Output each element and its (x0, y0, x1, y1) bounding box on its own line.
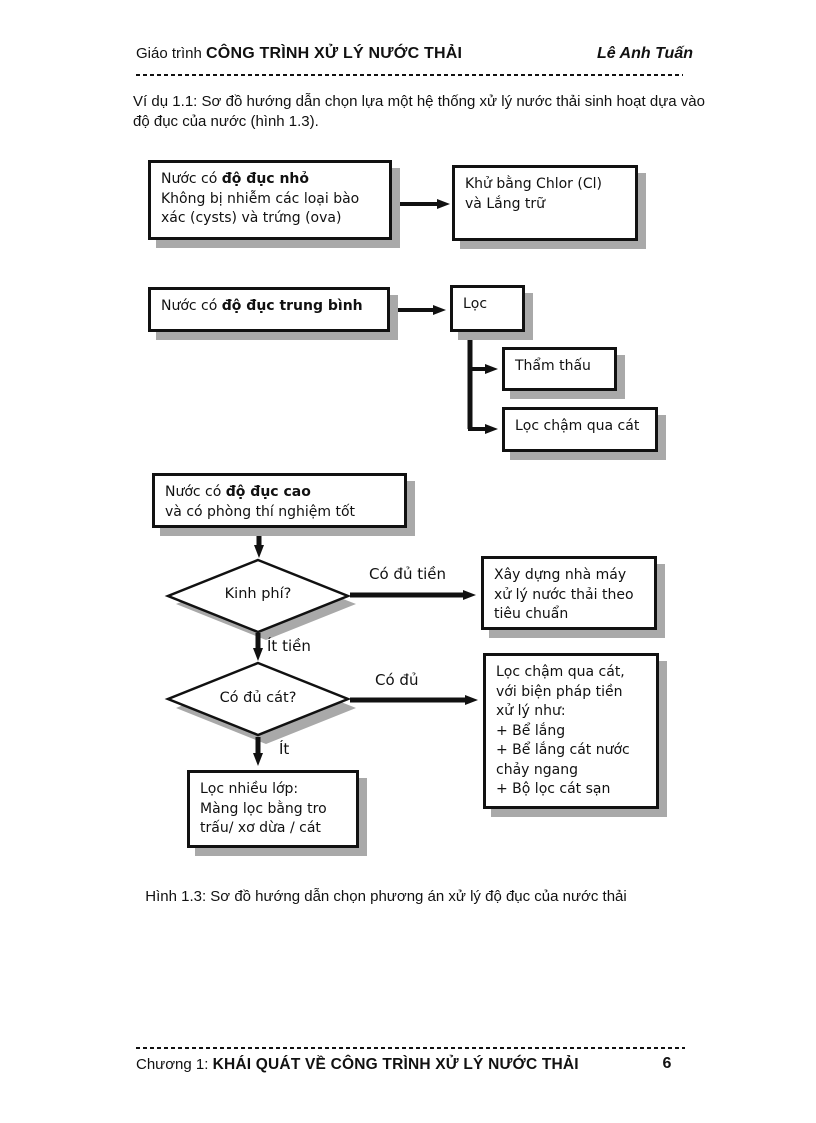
box-slow-sand-pretreatment-text: Lọc chậm qua cát, với biện pháp tiền xử … (496, 664, 630, 797)
page-number: 6 (662, 1055, 672, 1072)
box-chlorine-treatment: Khử bằng Chlor (Cl) và Lắng trữ (452, 165, 638, 241)
box-build-plant: Xây dựng nhà máy xử lý nước thải theo ti… (481, 556, 657, 630)
box-low-turbidity-detail: Không bị nhiễm các loại bào xác (cysts) … (161, 190, 360, 227)
page-header: Giáo trình CÔNG TRÌNH XỬ LÝ NƯỚC THẢI Lê… (136, 45, 693, 63)
box-high-turbidity-emphasis: độ đục cao (225, 484, 311, 500)
box-slow-sand-label: Lọc chậm qua cát (515, 418, 640, 434)
page-footer: Chương 1: KHÁI QUÁT VỀ CÔNG TRÌNH XỬ LÝ … (136, 1056, 596, 1074)
book-title: Giáo trình CÔNG TRÌNH XỬ LÝ NƯỚC THẢI (136, 45, 462, 63)
box-medium-turbidity: Nước có độ đục trung bình (148, 287, 390, 332)
box-medium-turbidity-emphasis: độ đục trung bình (221, 298, 363, 314)
chapter-title: KHÁI QUÁT VỀ CÔNG TRÌNH XỬ LÝ NƯỚC THẢI (212, 1056, 579, 1073)
author-name: Lê Anh Tuấn (597, 45, 693, 62)
box-build-plant-text: Xây dựng nhà máy xử lý nước thải theo ti… (494, 567, 634, 622)
figure-caption: Hình 1.3: Sơ đồ hướng dẫn chọn phương án… (145, 888, 627, 905)
box-osmosis: Thẩm thấu (502, 347, 617, 391)
chapter-prefix: Chương 1: (136, 1056, 213, 1073)
box-low-turbidity: Nước có độ đục nhỏ Không bị nhiễm các lo… (148, 160, 392, 240)
edge-label-enough-money: Có đủ tiền (369, 565, 446, 583)
box-multi-layer-filter: Lọc nhiều lớp: Màng lọc bằng tro trấu/ x… (187, 770, 359, 848)
box-high-turbidity-lead: Nước có (165, 484, 226, 500)
book-title-main: CÔNG TRÌNH XỬ LÝ NƯỚC THẢI (206, 45, 463, 62)
box-high-turbidity-title: Nước có độ đục cao (165, 483, 394, 503)
box-slow-sand-pretreatment: Lọc chậm qua cát, với biện pháp tiền xử … (483, 653, 659, 809)
box-low-turbidity-lead: Nước có (161, 171, 222, 187)
intro-paragraph: Ví dụ 1.1: Sơ đồ hướng dẫn chọn lựa một … (133, 93, 705, 130)
decision-sand-label: Có đủ cát? (219, 690, 297, 706)
box-medium-turbidity-lead: Nước có (161, 298, 222, 314)
box-filter: Lọc (450, 285, 525, 332)
box-high-turbidity: Nước có độ đục cao và có phòng thí nghiệ… (152, 473, 407, 528)
edge-label-little-sand: Ít (279, 740, 290, 758)
box-low-turbidity-title: Nước có độ đục nhỏ (161, 170, 379, 190)
book-title-prefix: Giáo trình (136, 45, 207, 62)
box-multi-layer-text: Lọc nhiều lớp: Màng lọc bằng tro trấu/ x… (200, 781, 327, 836)
box-medium-turbidity-title: Nước có độ đục trung bình (161, 297, 377, 317)
box-slow-sand-filter: Lọc chậm qua cát (502, 407, 658, 452)
footer-divider (136, 1047, 685, 1049)
header-divider (136, 74, 683, 76)
box-filter-label: Lọc (463, 296, 488, 312)
edge-label-little-money: Ít tiền (267, 637, 311, 655)
decision-sand-shadow (176, 672, 356, 744)
decision-budget-label: Kinh phí? (224, 586, 292, 602)
box-low-turbidity-emphasis: độ đục nhỏ (221, 171, 310, 187)
box-high-turbidity-detail: và có phòng thí nghiệm tốt (165, 503, 356, 520)
box-osmosis-label: Thẩm thấu (515, 358, 591, 374)
decision-budget-shadow (176, 569, 356, 640)
edge-label-enough-sand: Có đủ (375, 671, 419, 689)
box-chlorine-text: Khử bằng Chlor (Cl) và Lắng trữ (465, 176, 602, 212)
